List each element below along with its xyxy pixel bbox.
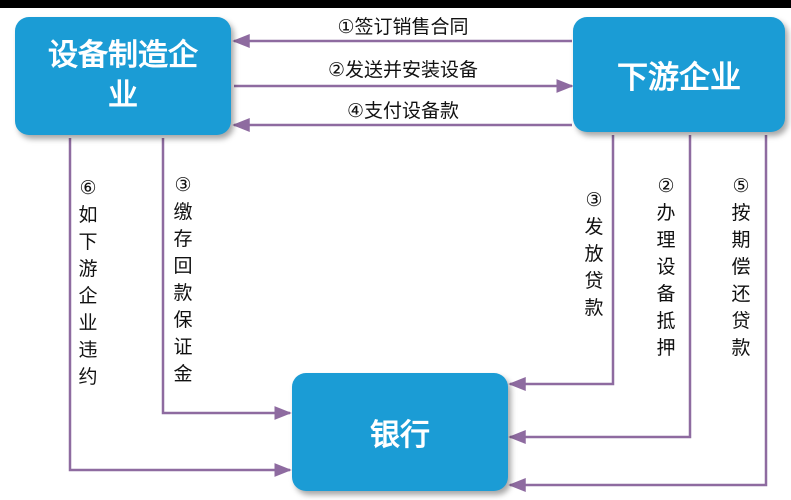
- node-bank: 银行: [292, 373, 508, 491]
- arrow-repay-path: [508, 135, 768, 492]
- top-black-bar: [0, 0, 791, 8]
- arrow-default-path: [68, 138, 292, 477]
- node-manufacturer: 设备制造企业: [15, 17, 231, 135]
- label-sign-contract: ①签订销售合同: [337, 16, 468, 38]
- node-downstream-label: 下游企业: [617, 60, 741, 96]
- node-manufacturer-label: 设备制造企业: [48, 38, 198, 113]
- node-bank-label: 银行: [370, 418, 430, 453]
- arrow-loan-path: [508, 135, 615, 391]
- arrow-deposit-path: [161, 138, 292, 420]
- label-pay-equipment: ④支付设备款: [347, 100, 459, 122]
- node-downstream: 下游企业: [573, 17, 785, 132]
- arrow-mortgage-path: [508, 135, 692, 444]
- label-ship-install: ②发送并安装设备: [328, 59, 478, 81]
